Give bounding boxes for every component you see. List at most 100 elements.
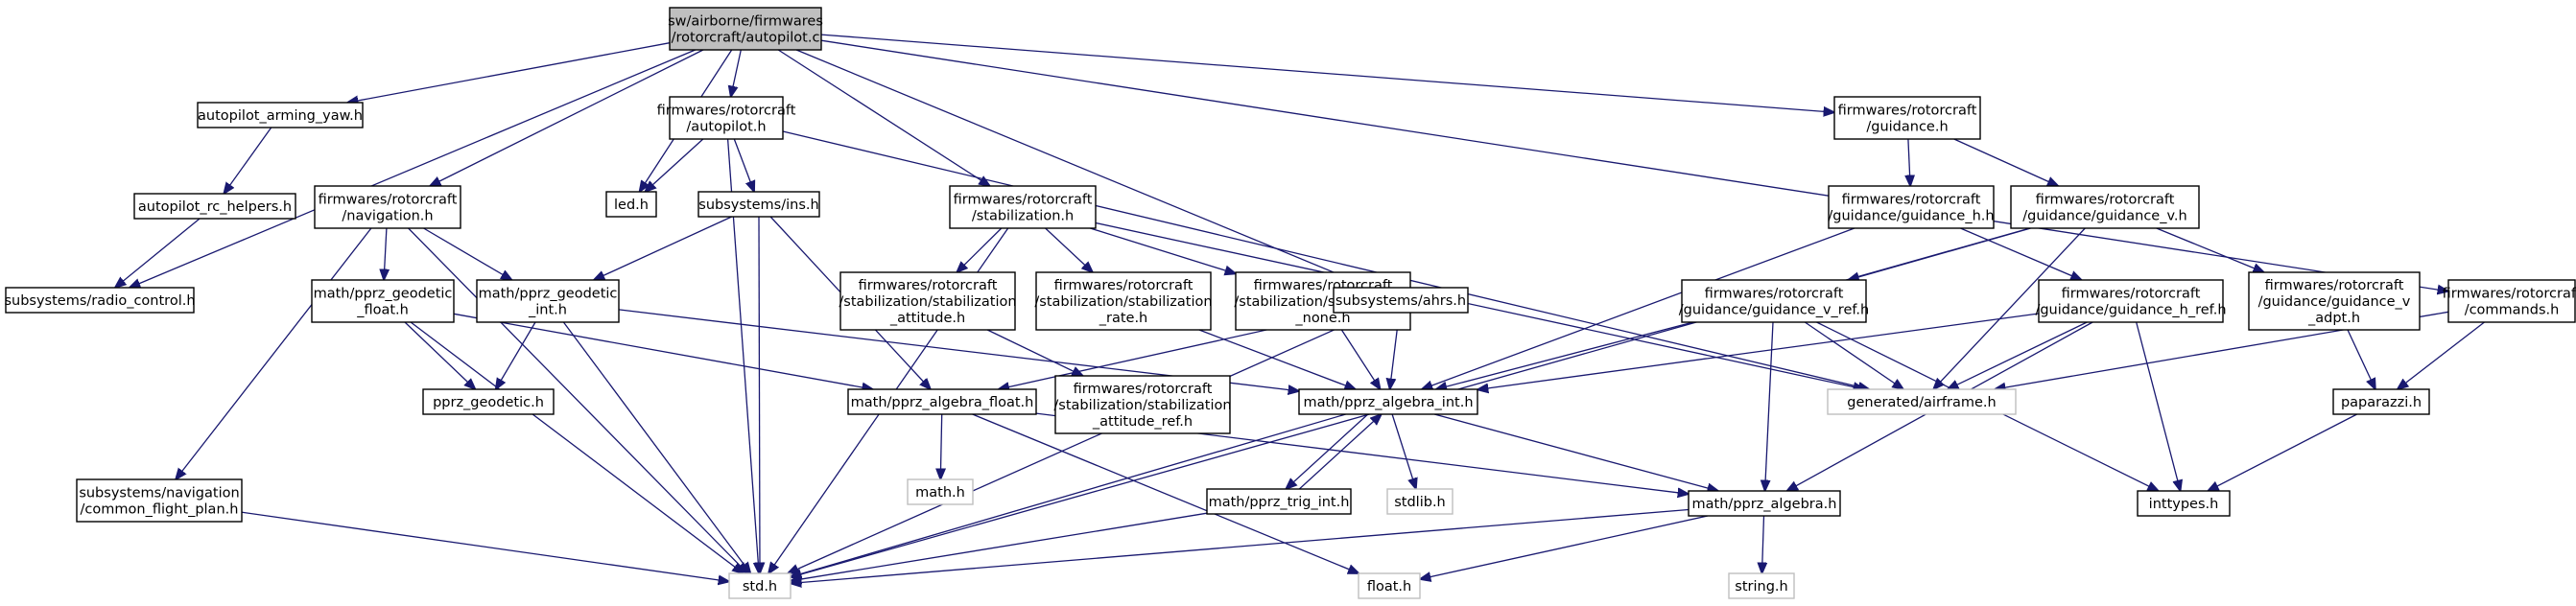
node-label-gv-0: firmwares/rotorcraft: [2036, 193, 2175, 208]
node-label-pgi-1: _int.h: [528, 303, 567, 318]
node-label-gva-1: /guidance/guidance_v: [2258, 294, 2411, 310]
node-ahrs[interactable]: subsystems/ahrs.h: [1333, 287, 1469, 314]
node-label-sr-1: /stabilization/stabilization: [1034, 294, 1212, 310]
node-box-ghr: [2038, 279, 2224, 323]
node-pgi[interactable]: math/pprz_geodetic_int.h: [476, 279, 620, 323]
node-box-pg: [422, 388, 555, 415]
edge-pai-to-std: [791, 413, 1346, 577]
node-paf[interactable]: math/pprz_algebra_float.h: [847, 388, 1037, 415]
node-box-rc: [5, 287, 195, 314]
edge-ary-to-rch: [224, 127, 272, 194]
node-label-cfp-1: /common_flight_plan.h: [81, 502, 239, 518]
node-label-std-0: std.h: [743, 579, 777, 594]
edge-a-to-guid: [820, 34, 1834, 112]
node-label-ghr-0: firmwares/rotorcraft: [2062, 287, 2201, 302]
node-label-ghr-1: /guidance/guidance_h_ref.h: [2035, 303, 2226, 318]
node-mathh[interactable]: math.h: [907, 478, 974, 505]
node-box-pgi: [476, 279, 620, 323]
edge-gv-to-gva: [2156, 227, 2264, 272]
node-pgf[interactable]: math/pprz_geodetic_float.h: [311, 279, 455, 323]
node-stab[interactable]: firmwares/rotorcraft/stabilization.h: [949, 185, 1097, 229]
edge-nav-to-cfp: [176, 227, 372, 479]
node-box-gvr: [1681, 279, 1867, 323]
node-box-stdlib: [1386, 488, 1453, 515]
edge-pa-to-std: [791, 508, 1690, 584]
node-label-a-0: sw/airborne/firmwares: [668, 14, 823, 30]
node-rc[interactable]: subsystems/radio_control.h: [4, 287, 196, 314]
node-rch[interactable]: autopilot_rc_helpers.h: [133, 193, 296, 220]
edge-gvr-to-af: [1804, 321, 1903, 389]
node-ins[interactable]: subsystems/ins.h: [697, 191, 820, 218]
node-cmd[interactable]: firmwares/rotorcraft/commands.h: [2443, 279, 2576, 323]
edge-nav-to-pgf: [384, 227, 387, 280]
edge-pai-to-ptri: [1286, 413, 1369, 489]
edge-gva-to-pap: [2347, 329, 2375, 389]
node-label-guid-0: firmwares/rotorcraft: [1838, 104, 1977, 119]
node-af[interactable]: generated/airframe.h: [1827, 388, 2017, 415]
node-stdlib[interactable]: stdlib.h: [1386, 488, 1453, 515]
node-gva[interactable]: firmwares/rotorcraft/guidance/guidance_v…: [2248, 271, 2421, 331]
edge-paf-to-float: [972, 413, 1359, 573]
edge-pai-to-pa: [1433, 413, 1718, 491]
node-label-cmd-1: /commands.h: [2465, 303, 2560, 318]
node-ptri[interactable]: math/pprz_trig_int.h: [1206, 488, 1352, 515]
edge-cfp-to-std: [241, 511, 729, 581]
node-label-gv-1: /guidance/guidance_v.h: [2022, 209, 2186, 224]
edge-pa-to-float: [1420, 515, 1709, 579]
node-pg[interactable]: pprz_geodetic.h: [422, 388, 555, 415]
edge-gvr-to-pa: [1765, 321, 1774, 491]
node-label-ahrs-0: subsystems/ahrs.h: [1335, 293, 1466, 309]
node-cfp[interactable]: subsystems/navigation/common_flight_plan…: [76, 478, 243, 523]
edge-ptri-to-std: [791, 512, 1208, 581]
node-gvr[interactable]: firmwares/rotorcraft/guidance/guidance_v…: [1679, 279, 1869, 323]
edge-pap-to-inttypes: [2208, 413, 2357, 491]
node-gv[interactable]: firmwares/rotorcraft/guidance/guidance_v…: [2010, 185, 2200, 229]
node-string[interactable]: string.h: [1728, 572, 1795, 599]
node-gh[interactable]: firmwares/rotorcraft/guidance/guidance_h…: [1828, 185, 1995, 229]
node-sa[interactable]: firmwares/rotorcraft/stabilization/stabi…: [839, 271, 1017, 331]
node-label-sa-2: _attitude.h: [889, 311, 965, 326]
node-box-rch: [133, 193, 296, 220]
node-label-pap-0: paparazzi.h: [2341, 395, 2422, 410]
node-label-af-0: generated/airframe.h: [1847, 395, 1996, 410]
node-sar[interactable]: firmwares/rotorcraft/stabilization/stabi…: [1053, 375, 1232, 434]
node-label-pai-0: math/pprz_algebra_int.h: [1303, 395, 1473, 410]
node-box-a: [669, 7, 822, 51]
node-box-sa: [839, 271, 1016, 331]
node-ary[interactable]: autopilot_arming_yaw.h: [197, 102, 364, 128]
node-label-mathh-0: math.h: [915, 485, 965, 501]
node-pap[interactable]: paparazzi.h: [2332, 388, 2430, 415]
node-label-pgi-0: math/pprz_geodetic: [479, 287, 618, 302]
edge-pgi-to-std: [562, 321, 750, 573]
node-label-stdlib-0: stdlib.h: [1394, 495, 1446, 510]
node-label-inttypes-0: inttypes.h: [2149, 497, 2219, 512]
node-label-pg-0: pprz_geodetic.h: [433, 395, 544, 410]
node-float[interactable]: float.h: [1358, 572, 1421, 599]
node-pai[interactable]: math/pprz_algebra_int.h: [1298, 388, 1478, 415]
node-aph[interactable]: firmwares/rotorcraft/autopilot.h: [657, 96, 796, 140]
node-led[interactable]: led.h: [605, 191, 657, 218]
node-box-string: [1728, 572, 1795, 599]
edge-a-to-ahrs: [795, 49, 1371, 288]
node-a[interactable]: sw/airborne/firmwares/rotorcraft/autopil…: [668, 7, 823, 51]
edge-ghr-to-af: [1948, 321, 2088, 389]
node-label-sar-1: /stabilization/stabilization: [1053, 398, 1231, 413]
node-label-cfp-0: subsystems/navigation: [79, 486, 239, 501]
edge-guid-to-gv: [1953, 138, 2059, 186]
edge-nav-to-std: [408, 227, 748, 573]
node-box-nav: [314, 185, 461, 229]
node-box-ins: [697, 191, 820, 218]
node-pa[interactable]: math/pprz_algebra.h: [1688, 490, 1841, 517]
node-box-cmd: [2447, 279, 2576, 323]
edge-a-to-aph: [731, 49, 742, 97]
node-sr[interactable]: firmwares/rotorcraft/stabilization/stabi…: [1034, 271, 1213, 331]
edge-gh-to-pai: [1422, 227, 1855, 389]
node-label-gvr-1: /guidance/guidance_v_ref.h: [1679, 303, 1869, 318]
node-inttypes[interactable]: inttypes.h: [2137, 490, 2231, 517]
node-std[interactable]: std.h: [728, 572, 792, 599]
node-guid[interactable]: firmwares/rotorcraft/guidance.h: [1833, 96, 1981, 140]
node-nav[interactable]: firmwares/rotorcraft/navigation.h: [314, 185, 461, 229]
node-label-ins-0: subsystems/ins.h: [698, 198, 818, 213]
node-ghr[interactable]: firmwares/rotorcraft/guidance/guidance_h…: [2035, 279, 2227, 323]
node-label-gva-2: _adpt.h: [2307, 311, 2360, 326]
